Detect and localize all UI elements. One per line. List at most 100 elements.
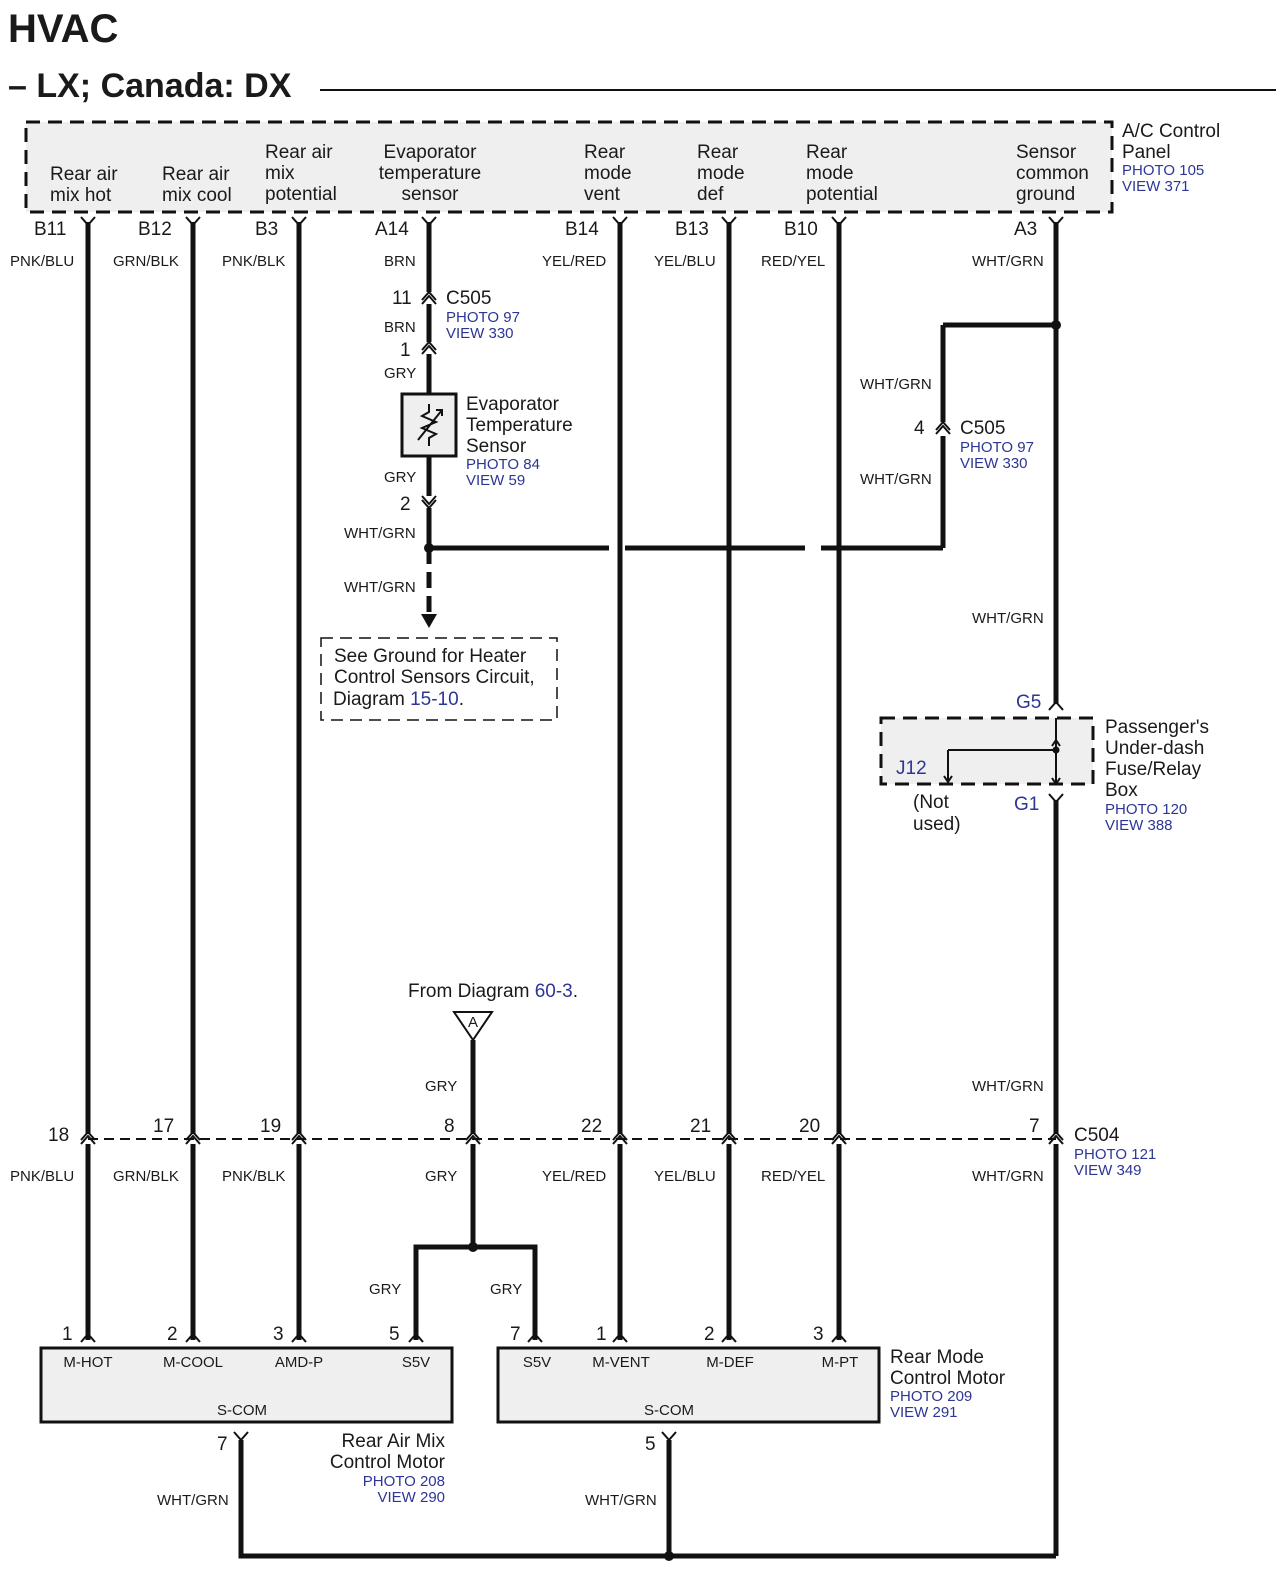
sensor-view-link[interactable]: VIEW 59 xyxy=(466,472,525,489)
fuse-box-name-line2: Under-dash xyxy=(1105,738,1204,759)
terminal-label: Sensor xyxy=(1016,142,1077,163)
panel-photo-link[interactable]: PHOTO 105 xyxy=(1122,162,1204,179)
splice-dot xyxy=(1051,320,1061,330)
air-mix-motor-view-link[interactable]: VIEW 290 xyxy=(377,1489,445,1506)
panel-pin: B13 xyxy=(675,219,709,240)
wire-color: RED/YEL xyxy=(761,253,825,270)
rear-air-mix-motor-box xyxy=(39,1346,454,1424)
fuse-box-view-link[interactable]: VIEW 388 xyxy=(1105,817,1173,834)
terminal-label: sensor xyxy=(401,184,459,205)
c504-pin: 18 xyxy=(48,1125,69,1146)
fuse-box-photo-link[interactable]: PHOTO 120 xyxy=(1105,801,1187,818)
ground-note-line3: Diagram 15-10. xyxy=(333,689,464,710)
terminal-label: Rear xyxy=(584,142,626,163)
motor-terminal: M-HOT xyxy=(63,1354,112,1371)
wire-color: WHT/GRN xyxy=(585,1492,657,1509)
c505-right-view-link[interactable]: VIEW 330 xyxy=(960,455,1028,472)
panel-pin: B12 xyxy=(138,219,172,240)
wire-color: PNK/BLU xyxy=(10,1168,74,1185)
motor-pin: 1 xyxy=(596,1324,607,1345)
c504-pin: 17 xyxy=(153,1116,174,1137)
motor-wires xyxy=(80,1144,1059,1556)
ac-control-panel-box xyxy=(24,120,1114,214)
panel-pin: A3 xyxy=(1014,219,1037,240)
c505-top-photo-link[interactable]: PHOTO 97 xyxy=(446,309,520,326)
ground-bus xyxy=(238,1440,1056,1559)
motor-pin: 3 xyxy=(273,1324,284,1345)
mode-motor-photo-link[interactable]: PHOTO 209 xyxy=(890,1388,972,1405)
terminal-label: Rear air xyxy=(265,142,333,163)
panel-pin: B3 xyxy=(255,219,278,240)
diagram-15-10-link[interactable]: 15-10 xyxy=(410,689,459,710)
motor-terminal: M-COOL xyxy=(163,1354,223,1371)
motor-terminal-symbols xyxy=(80,1332,847,1343)
mode-motor-view-link[interactable]: VIEW 291 xyxy=(890,1404,958,1421)
motor-pin: 1 xyxy=(62,1324,73,1345)
ground-note-line2: Control Sensors Circuit, xyxy=(334,667,535,688)
c505-top-connector-symbol xyxy=(421,290,437,305)
wire-color: GRY xyxy=(384,365,416,382)
terminal-label: Rear xyxy=(806,142,848,163)
wire-color: GRY xyxy=(490,1281,522,1298)
c505-top-connector-symbol-2 xyxy=(421,340,437,355)
terminal-label: Rear air xyxy=(50,164,118,185)
c505-right-connector-symbol xyxy=(935,420,951,435)
air-mix-motor-photo-link[interactable]: PHOTO 208 xyxy=(363,1473,445,1490)
terminal-label: mode xyxy=(697,163,745,184)
c505-right-photo-link[interactable]: PHOTO 97 xyxy=(960,439,1034,456)
diagram-60-3-link[interactable]: 60-3 xyxy=(535,981,573,1002)
motor-pin: 5 xyxy=(389,1324,400,1345)
sensor-name-line1: Evaporator xyxy=(466,394,560,415)
motor-common: S-COM xyxy=(217,1402,267,1419)
terminal-label: ground xyxy=(1016,184,1075,205)
c504-view-link[interactable]: VIEW 349 xyxy=(1074,1162,1142,1179)
motor-terminal: M-VENT xyxy=(592,1354,650,1371)
wire-color: GRN/BLK xyxy=(113,253,179,270)
panel-pin: B11 xyxy=(34,219,66,240)
motor-pin: 2 xyxy=(704,1324,715,1345)
arrow-down-icon xyxy=(421,614,437,628)
c504-name: C504 xyxy=(1074,1125,1120,1146)
terminal-label: mix hot xyxy=(50,185,112,206)
terminal-label: mix xyxy=(265,163,295,184)
not-used-line2: used) xyxy=(913,814,961,835)
c505-top-pin-in: 11 xyxy=(392,288,412,309)
mode-motor-ground-terminal xyxy=(661,1431,677,1442)
panel-pin: B14 xyxy=(565,219,599,240)
sensor-photo-link[interactable]: PHOTO 84 xyxy=(466,456,540,473)
c505-top-view-link[interactable]: VIEW 330 xyxy=(446,325,514,342)
splice-dot xyxy=(468,1242,478,1252)
fuse-box-name-line3: Fuse/Relay xyxy=(1105,759,1202,780)
panel-wires xyxy=(80,216,1064,1134)
air-mix-motor-name-line1: Rear Air Mix xyxy=(342,1431,446,1452)
g5-terminal-symbol xyxy=(1048,700,1064,711)
g5-label: G5 xyxy=(1016,692,1041,713)
g1-label: G1 xyxy=(1014,794,1039,815)
panel-view-link[interactable]: VIEW 371 xyxy=(1122,178,1190,195)
wire-color: BRN xyxy=(384,253,416,270)
fuse-box-arrows xyxy=(943,738,1061,786)
wire-color: PNK/BLK xyxy=(222,253,285,270)
sensor-connector-symbol xyxy=(421,495,437,510)
ground-note-box xyxy=(320,637,558,721)
page-title: HVAC xyxy=(8,7,118,51)
c504-photo-link[interactable]: PHOTO 121 xyxy=(1074,1146,1156,1163)
panel-name-line1: A/C Control xyxy=(1122,121,1220,142)
c505-right-name: C505 xyxy=(960,418,1005,439)
motor-terminal: M-DEF xyxy=(706,1354,754,1371)
sensor-name-line2: Temperature xyxy=(466,415,573,436)
rear-mode-motor-box xyxy=(496,1346,881,1424)
motor-pin: 3 xyxy=(813,1324,824,1345)
panel-name-line2: Panel xyxy=(1122,142,1171,163)
terminal-label: Rear xyxy=(697,142,739,163)
wire-color: WHT/GRN xyxy=(860,471,932,488)
not-used-line1: (Not xyxy=(913,792,950,813)
off-page-connector-letter: A xyxy=(468,1014,478,1031)
c504-pin: 21 xyxy=(690,1116,711,1137)
terminal-label: mode xyxy=(584,163,632,184)
terminal-label: mode xyxy=(806,163,854,184)
wire-color: YEL/BLU xyxy=(654,1168,716,1185)
wire-color: GRY xyxy=(369,1281,401,1298)
motor-pin: 7 xyxy=(510,1324,521,1345)
fuse-box-name-line4: Box xyxy=(1105,780,1138,801)
